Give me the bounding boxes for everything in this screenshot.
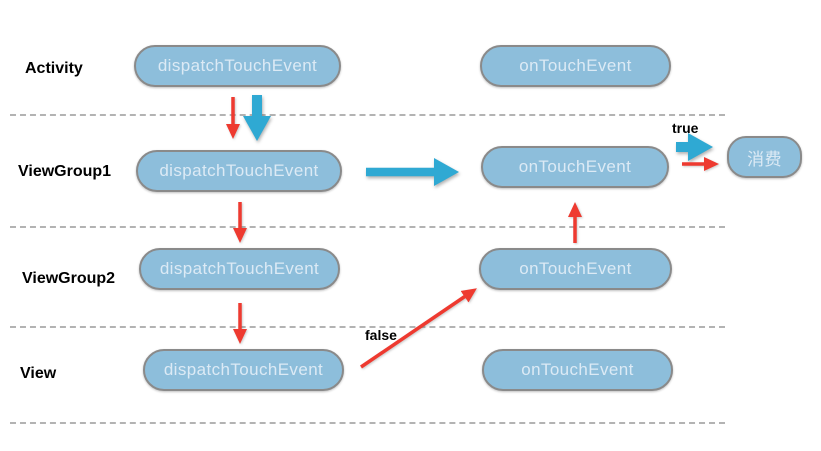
node-viewgroup2-dispatchtouchevent: dispatchTouchEvent (139, 248, 340, 290)
node-viewgroup1-ontouchevent: onTouchEvent (481, 146, 669, 188)
node-view-ontouchevent: onTouchEvent (482, 349, 673, 391)
row-divider-4 (10, 422, 725, 424)
row-label-activity: Activity (25, 60, 83, 77)
node-activity-ontouchevent: onTouchEvent (480, 45, 671, 87)
node-consume: 消费 (727, 136, 802, 178)
node-viewgroup2-ontouchevent: onTouchEvent (479, 248, 672, 290)
false-label: false (365, 327, 397, 343)
row-label-viewgroup2: ViewGroup2 (22, 270, 116, 287)
node-view-dispatchtouchevent: dispatchTouchEvent (143, 349, 344, 391)
row-label-view: View (20, 365, 57, 382)
node-viewgroup1-dispatchtouchevent: dispatchTouchEvent (136, 150, 342, 192)
true-label: true (672, 120, 699, 136)
node-activity-dispatchtouchevent: dispatchTouchEvent (134, 45, 341, 87)
row-divider-2 (10, 226, 725, 228)
row-divider-1 (10, 114, 725, 116)
row-label-viewgroup1: ViewGroup1 (18, 163, 112, 180)
